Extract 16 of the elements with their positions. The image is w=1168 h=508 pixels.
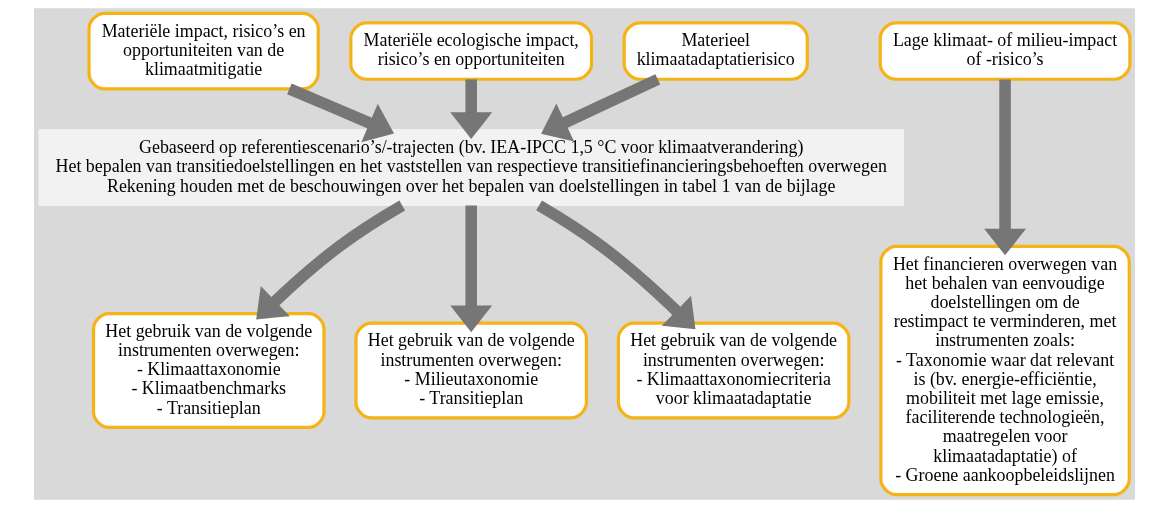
arrow	[286, 83, 394, 143]
node-box: Het gebruik van de volgende instrumenten overwegen: - Milieutaxonomie - Transitieplan	[353, 321, 588, 420]
arrow	[449, 79, 492, 139]
node-box: Gebaseerd op referentiescenario’s/-trajecten (bv. IEA-IPCC 1,5 °C voor klimaatverandering) Het bepalen van transitiedoelstellingen en het vaststellen van respectieve transitiefinancieringsbehoeften overwegen Rekening houden met de beschouwingen over het bepalen van doelstellingen in tabel 1 van de bijlage	[38, 129, 904, 206]
arrow	[255, 200, 405, 320]
arrow	[540, 74, 660, 142]
node-box: Materieel klimaatadaptatierisico	[622, 21, 809, 81]
node-box: Het financieren overwegen van het behalen van eenvoudige doelstellingen om de restimpact te verminderen, met instrumenten zoals: - Taxonomie waar dat relevant is (bv. energie-efficiëntie, mobiliteit met lage emissie, faciliterende technologieën, maatregelen voor klimaatadaptatie) of - Groene aankoopbeleidslijnen	[878, 244, 1131, 497]
arrow	[449, 205, 492, 333]
node-box: Het gebruik van de volgende instrumenten overwegen: - Klimaattaxonomie - Klimaatbenchmarks - Transitieplan	[91, 311, 326, 430]
arrow	[983, 79, 1026, 256]
node-box: Materiële impact, risico’s en opportuniteiten van de klimaatmitigatie	[86, 11, 320, 91]
node-box: Lage klimaat- of milieu-impact of -risico’s	[878, 21, 1131, 81]
node-box: Het gebruik van de volgende instrumenten overwegen: - Klimaattaxonomiecriteria voor klimaatadaptatie	[616, 321, 850, 420]
arrow	[535, 200, 695, 330]
node-box: Materiële ecologische impact, risico’s en opportuniteiten	[348, 21, 593, 81]
